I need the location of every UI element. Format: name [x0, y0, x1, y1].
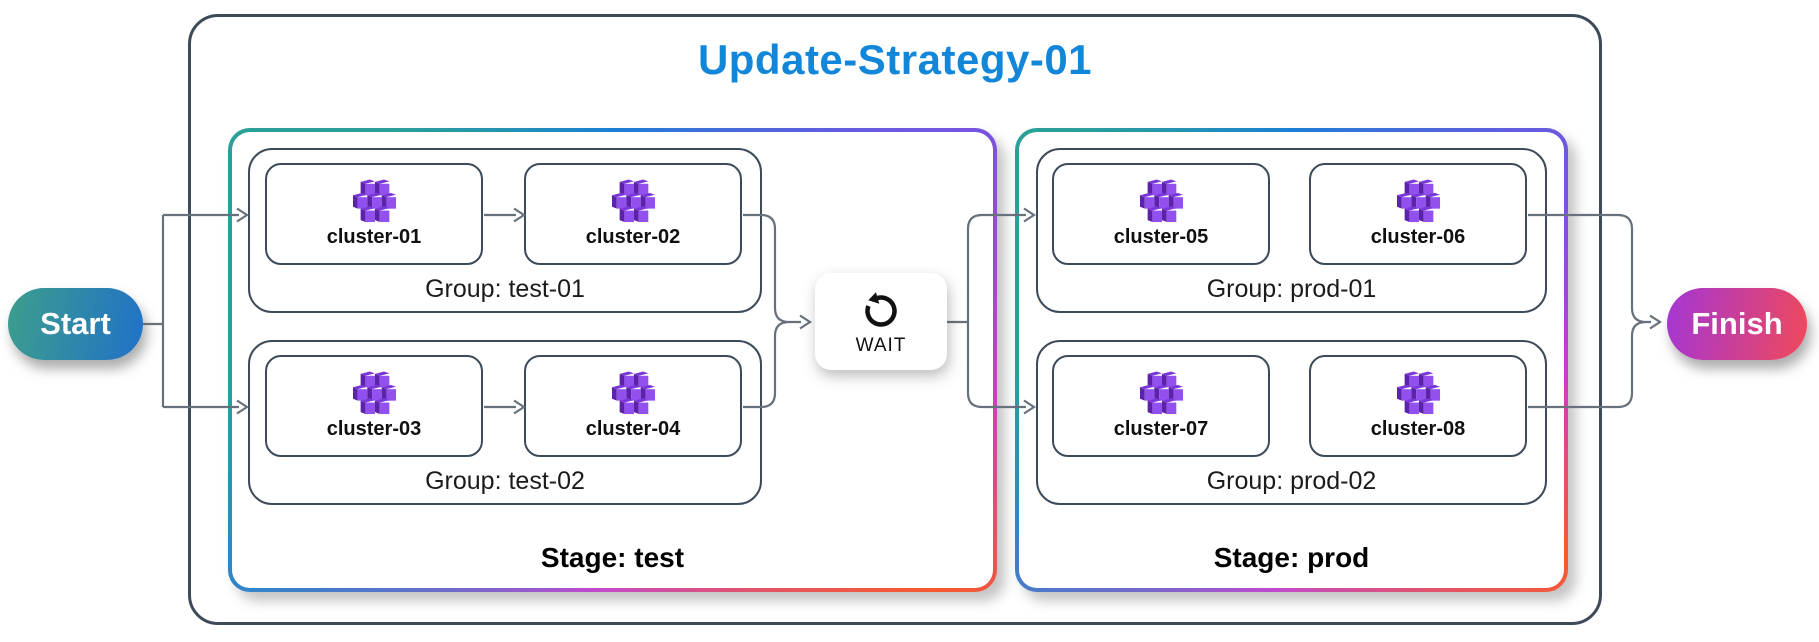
cluster-node: cluster-02: [524, 163, 742, 265]
finish-label: Finish: [1691, 306, 1783, 341]
cluster-node: cluster-08: [1309, 355, 1527, 457]
start-node: Start: [8, 288, 143, 360]
cluster-node: cluster-07: [1052, 355, 1270, 457]
strategy-title: Update-Strategy-01: [697, 36, 1093, 83]
cluster-cubes-icon: [348, 179, 401, 223]
stage-prod-body: cluster-05 cluster-06 Group: prod-01 clu…: [1019, 132, 1564, 588]
stage-prod: cluster-05 cluster-06 Group: prod-01 clu…: [1015, 128, 1568, 592]
cluster-label: cluster-08: [1370, 418, 1466, 440]
group-prod-02: cluster-07 cluster-08 Group: prod-02: [1036, 340, 1547, 505]
cluster-label: cluster-03: [326, 418, 422, 440]
cluster-cubes-icon: [1392, 179, 1445, 223]
cluster-label: cluster-02: [585, 226, 681, 248]
start-label: Start: [40, 306, 111, 341]
group-label: Group: test-01: [425, 275, 585, 303]
cluster-node: cluster-03: [265, 355, 483, 457]
cluster-label: cluster-05: [1113, 226, 1209, 248]
cluster-label: cluster-01: [326, 226, 422, 248]
cluster-cubes-icon: [607, 179, 660, 223]
group-label: Group: test-02: [425, 467, 585, 495]
cluster-label: cluster-04: [585, 418, 681, 440]
group-prod-01: cluster-05 cluster-06 Group: prod-01: [1036, 148, 1547, 313]
finish-node: Finish: [1667, 288, 1807, 360]
cluster-label: cluster-06: [1370, 226, 1466, 248]
group-test-02: cluster-03 cluster-04 Group: test-02: [248, 340, 762, 505]
stage-label: Stage: prod: [1213, 542, 1370, 573]
cluster-cubes-icon: [1392, 371, 1445, 415]
wait-node: WAIT: [815, 273, 947, 370]
group-label: Group: prod-02: [1206, 467, 1377, 495]
cluster-node: cluster-01: [265, 163, 483, 265]
counterclockwise-arrow-icon: [865, 291, 897, 327]
stage-label: Stage: test: [540, 542, 685, 573]
cluster-cubes-icon: [1135, 179, 1188, 223]
group-label: Group: prod-01: [1206, 275, 1377, 303]
group-test-01: cluster-01 cluster-02 Group: test-01: [248, 148, 762, 313]
wait-label: WAIT: [855, 334, 907, 356]
cluster-node: cluster-05: [1052, 163, 1270, 265]
cluster-cubes-icon: [1135, 371, 1188, 415]
cluster-cubes-icon: [348, 371, 401, 415]
cluster-node: cluster-04: [524, 355, 742, 457]
cluster-cubes-icon: [607, 371, 660, 415]
cluster-node: cluster-06: [1309, 163, 1527, 265]
cluster-label: cluster-07: [1113, 418, 1209, 440]
